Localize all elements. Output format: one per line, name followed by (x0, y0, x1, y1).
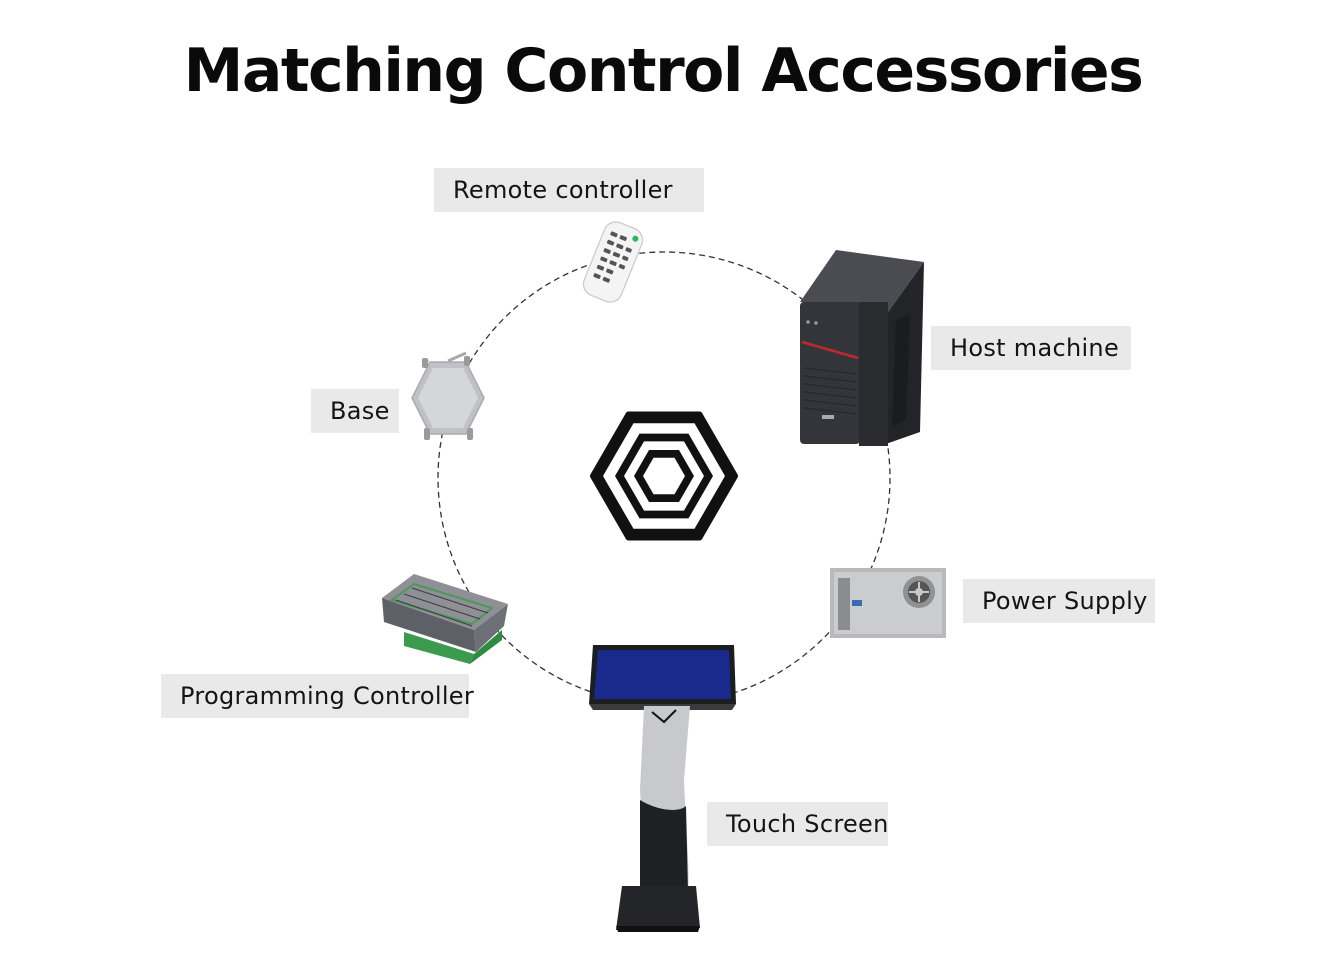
remote-controller-icon (582, 221, 644, 303)
hexagon-base-icon (411, 351, 485, 440)
accessory-label-host-machine: Host machine (931, 326, 1131, 370)
concentric-hexagon-logo-icon (590, 411, 738, 541)
pc-tower-icon (800, 250, 924, 446)
accessory-label-touch-screen: Touch Screen (707, 802, 888, 846)
accessory-label-remote-controller: Remote controller (434, 168, 704, 212)
touch-screen-kiosk-icon (589, 645, 736, 932)
accessory-label-power-supply: Power Supply (963, 579, 1155, 623)
programming-controller-icon (382, 574, 508, 664)
accessory-label-base: Base (311, 389, 399, 433)
page-title: Matching Control Accessories (183, 36, 1144, 106)
accessory-label-programming-controller: Programming Controller (161, 674, 474, 718)
power-supply-icon (830, 568, 946, 638)
